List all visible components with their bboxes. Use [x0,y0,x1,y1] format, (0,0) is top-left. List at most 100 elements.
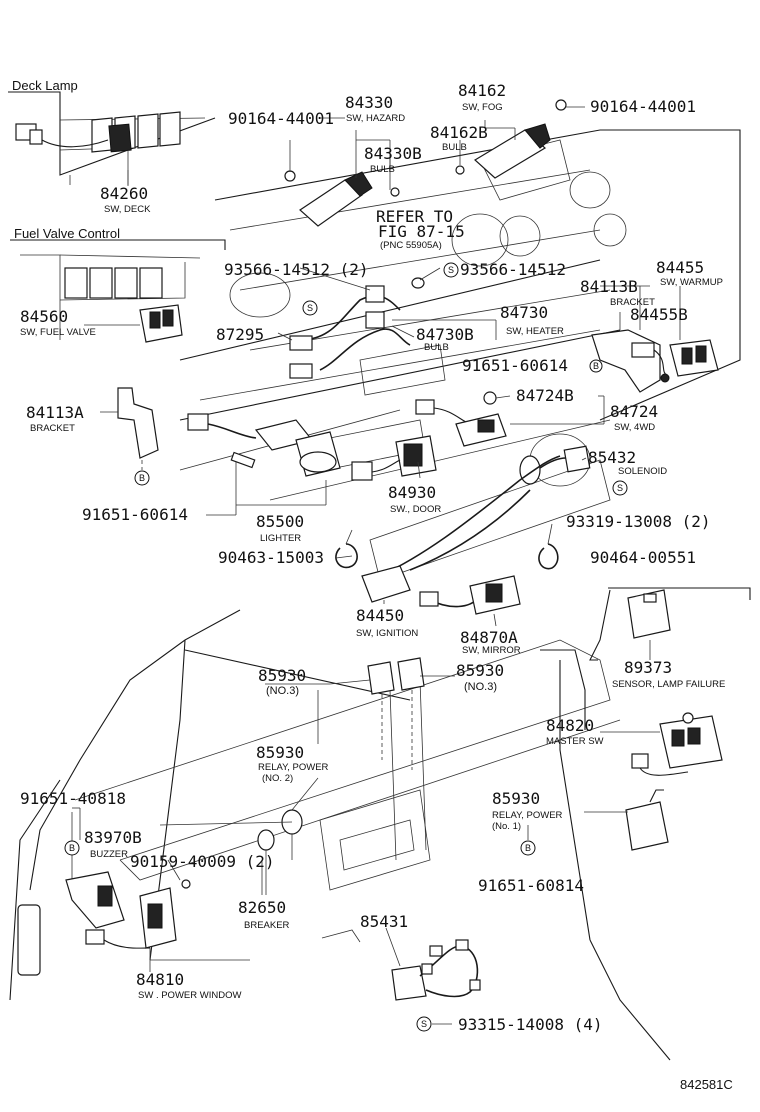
part-number-84870a: 84870A [460,628,518,647]
part-number-85431: 85431 [360,912,408,931]
part-desc-84820: MASTER SW [546,736,604,747]
part-number-91651-60614-right: 91651-60614 [462,356,568,375]
marker-s-1: S [307,303,313,313]
refer-line3: (PNC 55905A) [380,240,442,251]
part-number-91651-60614-left: 91651-60614 [82,505,188,524]
part-number-84330b: 84330B [364,144,422,163]
part-desc-85432: SOLENOID [618,466,667,477]
part-desc-84560: SW, FUEL VALVE [20,327,96,338]
relays-no3 [367,657,425,770]
part-desc-84330: SW, HAZARD [346,113,405,124]
part-desc2-85930-no1: (No. 1) [492,821,521,832]
part-desc-84162b: BULB [442,142,467,153]
marker-b-1: B [139,473,145,483]
warmup-switch-group [591,329,719,393]
refer-line2: FIG 87-15 [378,222,465,241]
part-number-85432: 85432 [588,448,636,467]
part-number-85500: 85500 [256,512,304,531]
part-number-82650: 82650 [238,898,286,917]
part-desc-85930-no2: RELAY, POWER [258,762,329,773]
bottom-harness: S [321,929,481,1032]
part-number-84560: 84560 [20,307,68,326]
part-number-91651-40818: 91651-40818 [20,789,126,808]
part-desc-85930-no3-left: (NO.3) [266,685,299,697]
leader-lines [72,117,681,1025]
part-desc-84724: SW, 4WD [614,422,655,433]
part-number-84455b: 84455B [630,305,688,324]
part-number-84724: 84724 [610,402,658,421]
ignition-mirror-harness [335,455,561,615]
part-desc-85930-no1: RELAY, POWER [492,810,563,821]
part-number-85930-no1: 85930 [492,789,540,808]
fuel-valve-inset [10,239,226,343]
part-number-84930: 84930 [388,483,436,502]
part-number-90464-00551: 90464-00551 [590,548,696,567]
part-desc-84455: SW, WARMUP [660,277,723,288]
part-number-87295: 87295 [216,325,264,344]
part-number-91651-60814: 91651-60814 [478,876,584,895]
part-number-90463-15003: 90463-15003 [218,548,324,567]
part-number-84450: 84450 [356,606,404,625]
part-desc-89373: SENSOR, LAMP FAILURE [612,679,725,690]
master-switch [631,712,723,776]
part-desc-84810: SW . POWER WINDOW [138,990,241,1001]
section-title-deck-lamp: Deck Lamp [12,78,78,93]
part-number-83970b: 83970B [84,828,142,847]
part-desc-84930: SW., DOOR [390,504,441,515]
part-desc2-85930-no2: (NO. 2) [262,773,293,784]
marker-b-2: B [593,361,599,371]
part-number-84113a: 84113A [26,403,84,422]
part-number-85930-no3-right: 85930 [456,661,504,680]
marker-s-3: S [448,265,454,275]
part-desc-82650: BREAKER [244,920,290,931]
marker-b-3: B [525,843,531,853]
part-desc-84162: SW, FOG [462,102,503,113]
part-number-85930-no3-left: 85930 [258,666,306,685]
drawing-code: 842581C [680,1077,733,1092]
part-number-84455: 84455 [656,258,704,277]
hazard-switch [284,140,400,227]
bracket-84113a: B [117,387,159,486]
part-desc-84113a: BRACKET [30,423,75,434]
part-number-93315-14008-4: 93315-14008 (4) [458,1015,603,1034]
part-number-84810: 84810 [136,970,184,989]
part-number-85930-no2: 85930 [256,743,304,762]
part-number-84162b: 84162B [430,123,488,142]
part-number-90164-44001-right: 90164-44001 [590,97,696,116]
4wd-switch [415,391,507,447]
part-number-89373: 89373 [624,658,672,677]
part-number-84113b: 84113B [580,277,638,296]
part-desc-84260: SW, DECK [104,204,151,215]
part-number-84820: 84820 [546,716,594,735]
part-number-84330: 84330 [345,93,393,112]
refer-line1: REFER TO [376,207,453,226]
marker-b-4: B [69,843,75,853]
part-number-84260: 84260 [100,184,148,203]
part-desc-84450: SW, IGNITION [356,628,418,639]
deck-lamp-inset [8,91,216,185]
part-number-90159-40009-2: 90159-40009 (2) [130,852,275,871]
part-desc-84330b: BULB [370,164,395,175]
part-desc-84730: SW, HEATER [506,326,564,337]
relay-no1: B [520,789,669,856]
dashboard-panel [179,129,741,581]
fog-switch [455,99,585,179]
part-desc-84113b: BRACKET [610,297,655,308]
part-number-84162: 84162 [458,81,506,100]
part-number-93566-14512-2: 93566-14512 (2) [224,260,369,279]
part-desc-85500: LIGHTER [260,533,301,544]
door-switch [351,435,437,481]
part-number-84730b: 84730B [416,325,474,344]
section-title-fuel-valve: Fuel Valve Control [14,226,120,241]
part-desc-83970b: BUZZER [90,849,128,860]
part-labels: 84260 SW, DECK 84330 SW, HAZARD 84330B B… [20,81,733,1092]
buzzer-power-window: B [64,812,191,949]
solenoid: S [519,445,628,496]
part-number-93319-13008-2: 93319-13008 (2) [566,512,711,531]
marker-s-4: S [421,1019,427,1029]
part-number-84724b: 84724B [516,386,574,405]
marker-s-2: S [617,483,623,493]
part-number-84730: 84730 [500,303,548,322]
heater-switch-harness: S [289,277,425,379]
